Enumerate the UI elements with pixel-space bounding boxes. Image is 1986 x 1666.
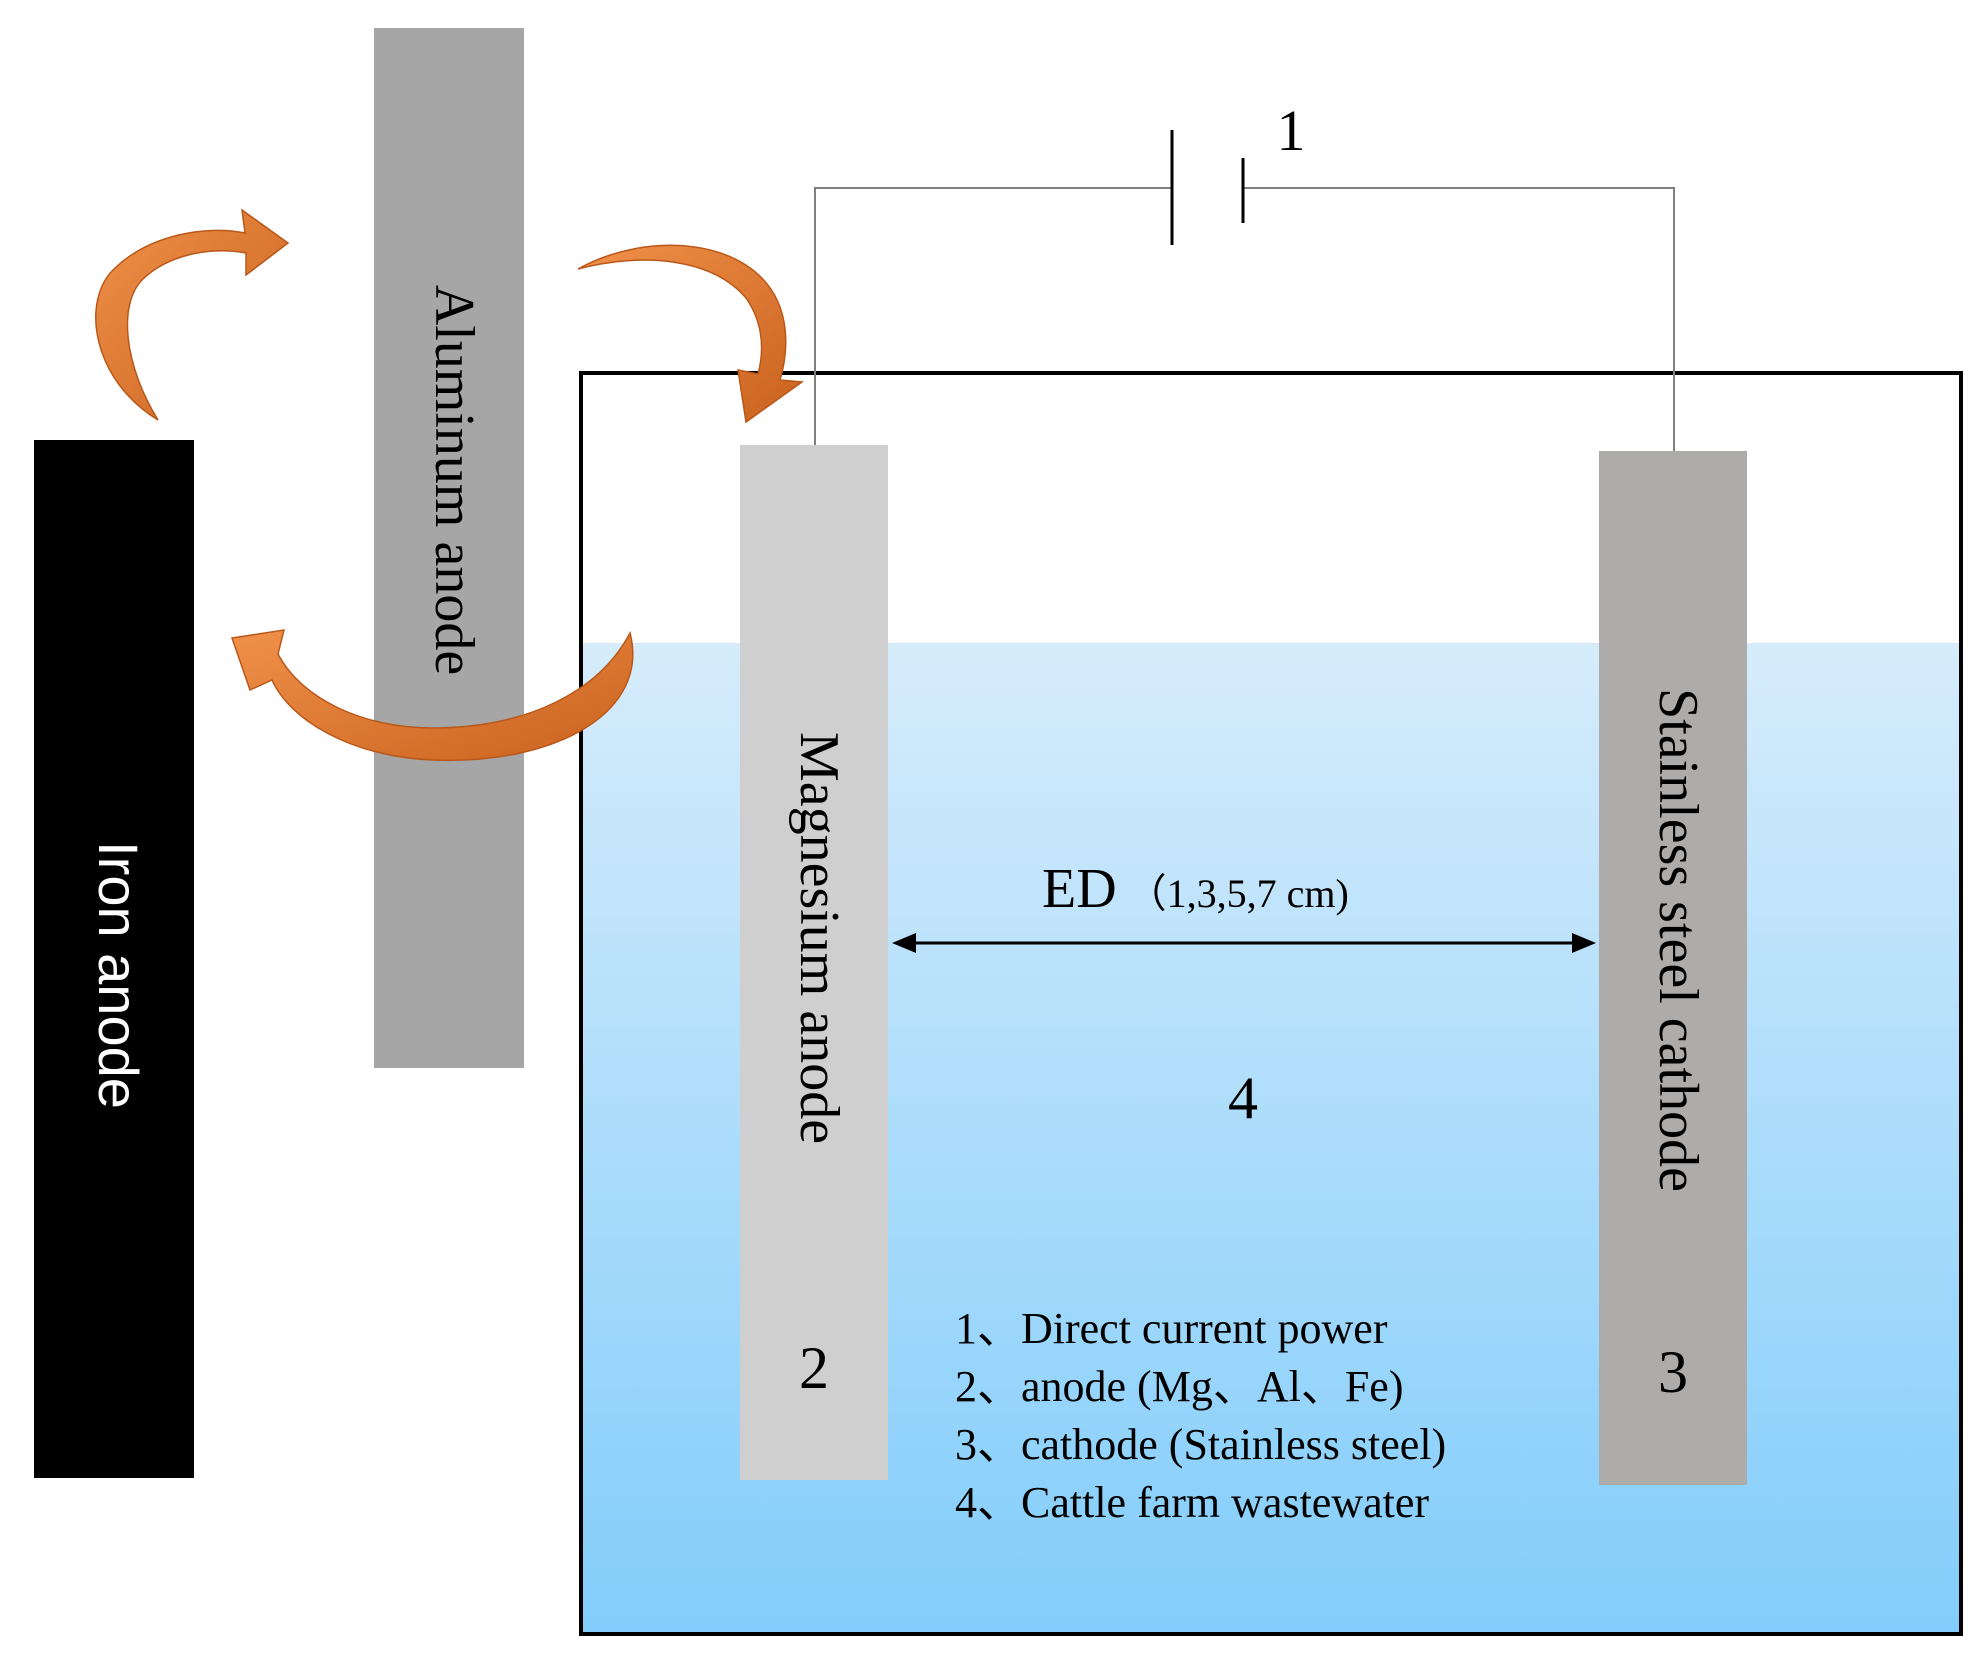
legend-item-1: 1、Direct current power bbox=[955, 1304, 1388, 1353]
legend-item-4: 4、Cattle farm wastewater bbox=[955, 1478, 1429, 1527]
curved-arrow-aluminum-to-magnesium-icon bbox=[577, 244, 805, 424]
circuit-wires bbox=[814, 187, 1675, 451]
iron-anode bbox=[34, 440, 194, 1478]
cathode-number: 3 bbox=[1658, 1339, 1688, 1405]
electrode-distance-arrow bbox=[892, 933, 1596, 953]
legend-item-2: 2、anode (Mg、Al、Fe) bbox=[955, 1362, 1404, 1411]
aluminum-anode bbox=[374, 28, 524, 1068]
aluminum-anode-label: Aluminum anode bbox=[423, 285, 485, 675]
power-source-number: 1 bbox=[1277, 98, 1306, 163]
curved-arrow-magnesium-to-iron-icon bbox=[230, 629, 634, 762]
ed-label: ED bbox=[1042, 858, 1117, 920]
cathode-label: Stainless steel cathode bbox=[1647, 688, 1709, 1192]
legend-item-3: 3、cathode (Stainless steel) bbox=[955, 1420, 1446, 1469]
magnesium-anode-number: 2 bbox=[799, 1335, 829, 1401]
magnesium-anode bbox=[740, 445, 888, 1480]
electrode-distance-label: ED（1,3,5,7 cm) bbox=[1042, 858, 1349, 920]
cycle-arrows bbox=[95, 208, 805, 762]
magnesium-anode-label: Magnesium anode bbox=[788, 732, 850, 1144]
wastewater-number: 4 bbox=[1228, 1065, 1258, 1131]
iron-anode-label: Iron anode bbox=[87, 841, 150, 1109]
tank bbox=[579, 371, 1963, 1636]
ed-values: （1,3,5,7 cm) bbox=[1127, 871, 1349, 916]
curved-arrow-iron-to-aluminum-icon bbox=[95, 208, 290, 421]
legend: 1、Direct current power 2、anode (Mg、Al、Fe… bbox=[955, 1304, 1446, 1527]
dc-power-source-icon bbox=[1170, 130, 1245, 245]
stainless-steel-cathode bbox=[1599, 451, 1747, 1485]
